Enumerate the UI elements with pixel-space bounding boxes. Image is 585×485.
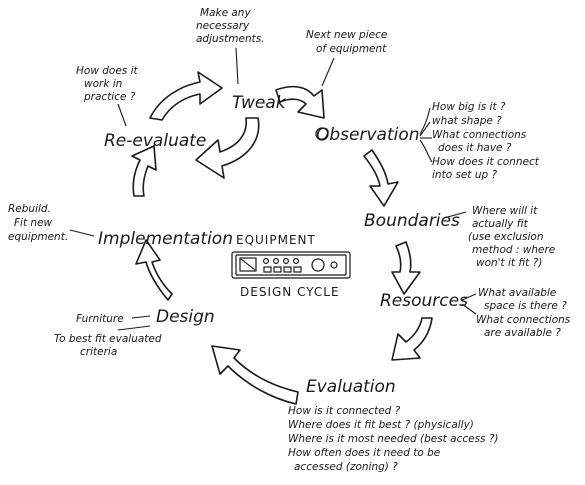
note-implementation-line-2: Fit new xyxy=(14,217,53,229)
note-tweak-line-3: adjustments. xyxy=(196,33,265,45)
note-evaluation-line-3: Where is it most needed (best access ?) xyxy=(288,433,499,445)
stage-evaluation: Evaluation xyxy=(306,377,396,397)
note-tweak-line-2: necessary xyxy=(196,20,250,32)
stage-observation: Observation xyxy=(316,125,420,145)
note-evaluation-line-1: How is it connected ? xyxy=(288,405,401,417)
note-boundaries-line-5: won't it fit ?) xyxy=(476,257,542,269)
note-resources-line-3: What connections xyxy=(476,314,571,326)
note-observation-line-6: into set up ? xyxy=(432,169,497,181)
arrow-observation-to-boundaries xyxy=(363,149,399,207)
stage-implementation: Implementation xyxy=(98,229,233,249)
note-boundaries-line-1: Where will it xyxy=(472,205,538,217)
arrow-tweak-to-observation xyxy=(275,85,325,119)
stage-re-evaluate: Re-evaluate xyxy=(104,131,206,151)
note-boundaries: Where will it actually fit (use exclusio… xyxy=(443,205,555,269)
note-observation-line-5: How does it connect xyxy=(432,156,540,168)
note-observation-line-2: what shape ? xyxy=(432,115,502,127)
stage-tweak: Tweak xyxy=(232,93,287,113)
note-re-evaluate-line-1: How does it xyxy=(76,65,139,77)
note-implementation-line-1: Rebuild. xyxy=(8,203,51,215)
note-re-evaluate: How does it work in practice ? xyxy=(76,65,139,127)
note-evaluation: How is it connected ? Where does it fit … xyxy=(288,405,499,473)
note-resources-line-1: What available xyxy=(478,287,556,299)
arrow-tweak-to-center xyxy=(195,117,260,179)
note-re-evaluate-line-3: practice ? xyxy=(83,91,136,103)
note-design-below-line-2: criteria xyxy=(80,346,117,358)
arrow-evaluation-to-design xyxy=(211,345,299,405)
note-tweak: Make any necessary adjustments. xyxy=(196,7,265,85)
note-evaluation-line-5: accessed (zoning) ? xyxy=(294,461,398,473)
note-evaluation-line-4: How often does it need to be xyxy=(288,447,440,459)
stage-design: Design xyxy=(156,307,215,327)
equipment-device-icon xyxy=(231,251,351,279)
note-next-piece-line-2: of equipment xyxy=(316,43,387,55)
note-observation-line-4: does it have ? xyxy=(438,142,512,154)
arrow-design-to-implementation xyxy=(135,239,173,301)
center-title-top: EQUIPMENT xyxy=(236,233,316,247)
note-resources-line-2: space is there ? xyxy=(484,300,567,312)
note-design: Furniture To best fit evaluated criteria xyxy=(54,313,162,358)
note-observation: How big is it ? what shape ? What connec… xyxy=(419,101,540,181)
observation-eye-icon xyxy=(315,127,329,141)
note-re-evaluate-line-2: work in xyxy=(84,78,122,90)
center-title-bottom: DESIGN CYCLE xyxy=(240,285,340,299)
note-tweak-line-1: Make any xyxy=(200,7,251,19)
note-design-below-line-1: To best fit evaluated xyxy=(54,333,162,345)
note-next-piece: Next new piece of equipment xyxy=(306,29,387,87)
stage-resources: Resources xyxy=(380,291,468,311)
note-next-piece-line-1: Next new piece xyxy=(306,29,387,41)
note-observation-line-1: How big is it ? xyxy=(432,101,506,113)
note-design-furniture: Furniture xyxy=(76,313,124,325)
note-implementation: Rebuild. Fit new equipment. xyxy=(8,203,95,243)
note-implementation-line-3: equipment. xyxy=(8,231,68,243)
note-boundaries-line-4: method : where xyxy=(472,244,555,256)
arrow-reevaluate-to-tweak xyxy=(149,71,223,121)
arrow-resources-to-evaluation xyxy=(391,317,433,361)
arrow-implementation-to-reevaluate xyxy=(131,145,157,197)
note-boundaries-line-2: actually fit xyxy=(472,218,529,230)
note-evaluation-line-2: Where does it fit best ? (physically) xyxy=(288,419,474,431)
note-resources: What available space is there ? What con… xyxy=(461,287,571,339)
note-boundaries-line-3: (use exclusion xyxy=(468,231,544,243)
note-resources-line-4: are available ? xyxy=(484,327,561,339)
arrow-boundaries-to-resources xyxy=(391,241,421,295)
note-observation-line-3: What connections xyxy=(432,129,527,141)
stage-boundaries: Boundaries xyxy=(364,211,460,231)
